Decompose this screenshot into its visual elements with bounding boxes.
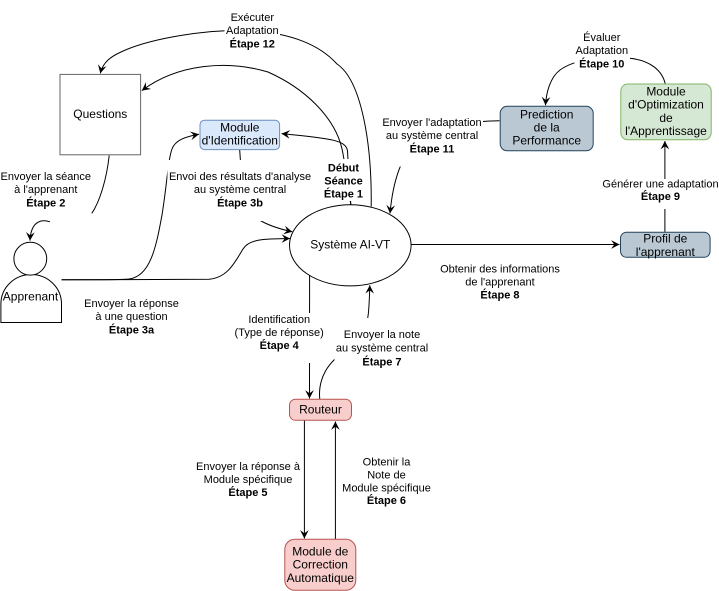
svg-text:Questions: Questions [73,107,127,121]
svg-text:Étape 7: Étape 7 [362,355,401,368]
svg-text:Module: Module [646,84,686,98]
svg-text:Étape 5: Étape 5 [228,486,267,499]
svg-text:de: de [659,111,673,125]
svg-text:Étape 10: Étape 10 [579,57,624,70]
svg-text:d'Optimization: d'Optimization [628,98,704,112]
svg-text:l'Apprentissage: l'Apprentissage [625,124,707,138]
svg-text:de la: de la [534,121,560,135]
svg-text:Performance: Performance [512,134,581,148]
svg-text:Obtenir la: Obtenir la [363,457,412,469]
svg-text:Étape 12: Étape 12 [230,37,275,50]
svg-text:Envoi des résultats d'analyse: Envoi des résultats d'analyse [169,171,311,183]
svg-text:Prediction: Prediction [520,107,573,121]
svg-text:Séance: Séance [324,176,363,188]
svg-text:Exécuter: Exécuter [231,12,275,24]
svg-text:Envoyer la réponse: Envoyer la réponse [84,298,179,310]
svg-text:Adaptation: Adaptation [575,45,628,57]
svg-text:au système central: au système central [194,184,286,196]
svg-text:Étape 11: Étape 11 [410,142,455,155]
svg-text:Envoyer la séance: Envoyer la séance [1,171,92,183]
svg-text:Étape 1: Étape 1 [324,188,363,201]
svg-text:Étape 3a: Étape 3a [109,323,155,336]
svg-text:Étape 9: Étape 9 [641,190,680,203]
svg-text:à l'apprenant: à l'apprenant [14,184,77,196]
svg-text:Évaluer: Évaluer [583,31,621,44]
svg-text:Envoyer l'adaptation: Envoyer l'adaptation [382,117,481,129]
svg-text:Étape 6: Étape 6 [367,494,406,507]
svg-text:de l'apprenant: de l'apprenant [465,277,534,289]
svg-text:(Type de réponse): (Type de réponse) [235,327,324,339]
svg-text:Module de: Module de [292,545,348,559]
svg-text:Étape 2: Étape 2 [26,196,65,209]
svg-text:d'Identification: d'Identification [202,134,278,148]
svg-text:Envoyer la note: Envoyer la note [344,329,420,341]
svg-text:Correction: Correction [293,558,348,572]
svg-text:l'apprenant: l'apprenant [636,245,696,259]
svg-text:Étape 8: Étape 8 [480,289,519,302]
svg-text:Module spécifique: Module spécifique [204,474,293,486]
svg-text:Identification: Identification [248,314,310,326]
svg-text:Routeur: Routeur [299,403,342,417]
svg-text:Envoyer la réponse à: Envoyer la réponse à [196,461,301,473]
svg-text:Étape 3b: Étape 3b [217,196,263,209]
svg-text:Système AI-VT: Système AI-VT [310,238,391,252]
svg-text:Automatique: Automatique [287,571,355,585]
svg-text:au système central: au système central [336,343,428,355]
svg-text:Générer une adaptation: Générer une adaptation [602,179,718,191]
svg-text:au système central: au système central [386,130,478,142]
svg-text:Adaptation: Adaptation [226,25,279,37]
svg-text:Module spécifique: Module spécifique [342,482,431,494]
svg-text:Module: Module [220,120,260,134]
svg-text:Profil de: Profil de [643,232,687,246]
svg-text:Apprenant: Apprenant [3,290,59,304]
svg-text:à une question: à une question [95,311,167,323]
svg-text:Début: Début [328,162,360,174]
svg-text:Note de: Note de [367,469,406,481]
svg-text:Étape 4: Étape 4 [260,339,300,352]
svg-text:Obtenir des informations: Obtenir des informations [440,263,560,275]
